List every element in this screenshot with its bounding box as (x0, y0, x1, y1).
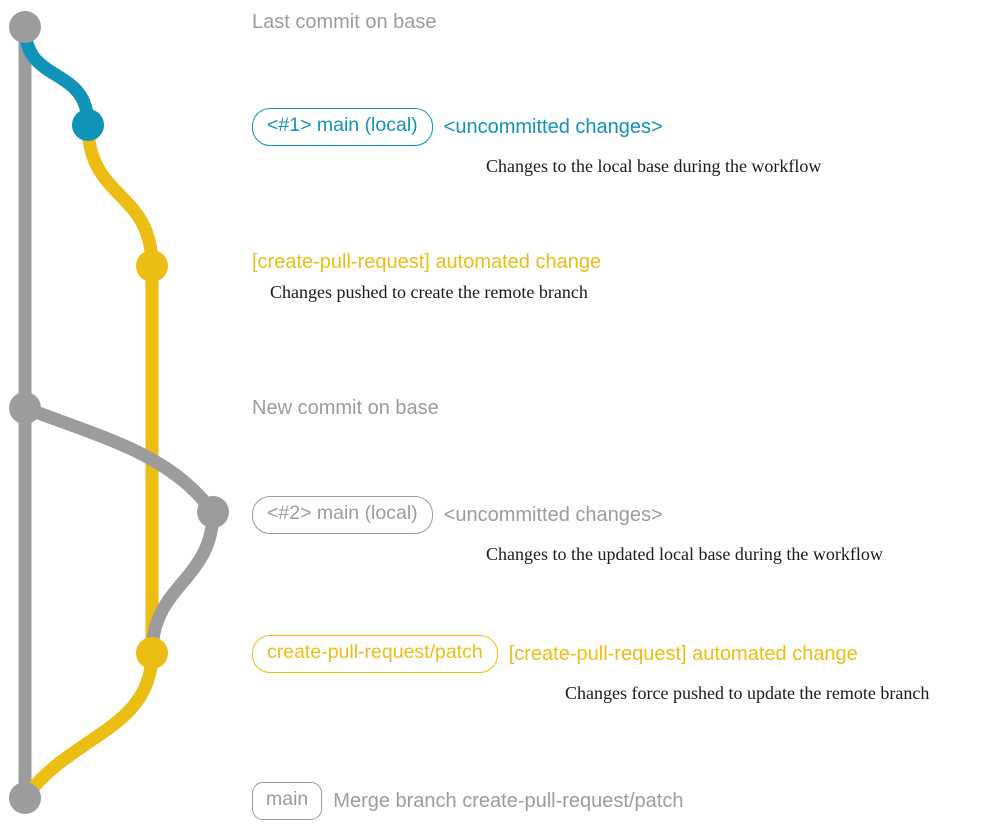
row-label-new-commit-on-base: New commit on base (252, 397, 439, 419)
branch-pill-local-change-2[interactable]: <#2> main (local) (252, 496, 433, 534)
row-last-commit-on-base: Last commit on base (252, 12, 437, 32)
row-local-change-2: <#2> main (local) <uncommitted changes> Ch… (252, 496, 883, 565)
commit-description-local-change-1: Changes to the local base during the wor… (486, 155, 822, 176)
commit-description-automated-change-1: Changes pushed to create the remote bran… (270, 282, 588, 302)
row-automated-change-2: create-pull-request/patch [create-pull-re… (252, 635, 929, 704)
row-head-automated-change-1: [create-pull-request] automated change (252, 252, 601, 272)
branch-pill-automated-change-2[interactable]: create-pull-request/patch (252, 635, 498, 673)
commit-message-automated-change-2: [create-pull-request] automated change (508, 642, 858, 665)
row-merge-commit: main Merge branch create-pull-request/pat… (252, 782, 683, 820)
commit-message-automated-change-1: [create-pull-request] automated change (252, 251, 602, 273)
row-local-change-1: <#1> main (local) <uncommitted changes> Ch… (252, 108, 821, 177)
commit-message-local-change-2: <uncommitted changes> (443, 503, 663, 526)
row-head-local-change-2: <#2> main (local) <uncommitted changes> (252, 496, 883, 534)
row-head-merge-commit: main Merge branch create-pull-request/pat… (252, 782, 683, 820)
row-new-commit-on-base: New commit on base (252, 398, 439, 418)
row-head-automated-change-2: create-pull-request/patch [create-pull-re… (252, 635, 929, 673)
branch-pill-local-change-1[interactable]: <#1> main (local) (252, 108, 433, 146)
commit-message-merge-commit: Merge branch create-pull-request/patch (333, 789, 684, 812)
commit-description-local-change-2: Changes to the updated local base during… (486, 543, 883, 564)
branch-pill-merge-commit[interactable]: main (252, 782, 323, 820)
row-head-local-change-1: <#1> main (local) <uncommitted changes> (252, 108, 821, 146)
commit-message-local-change-1: <uncommitted changes> (443, 115, 663, 138)
row-label-last-commit-on-base: Last commit on base (252, 11, 437, 33)
commit-description-automated-change-2: Changes force pushed to update the remot… (565, 682, 930, 703)
